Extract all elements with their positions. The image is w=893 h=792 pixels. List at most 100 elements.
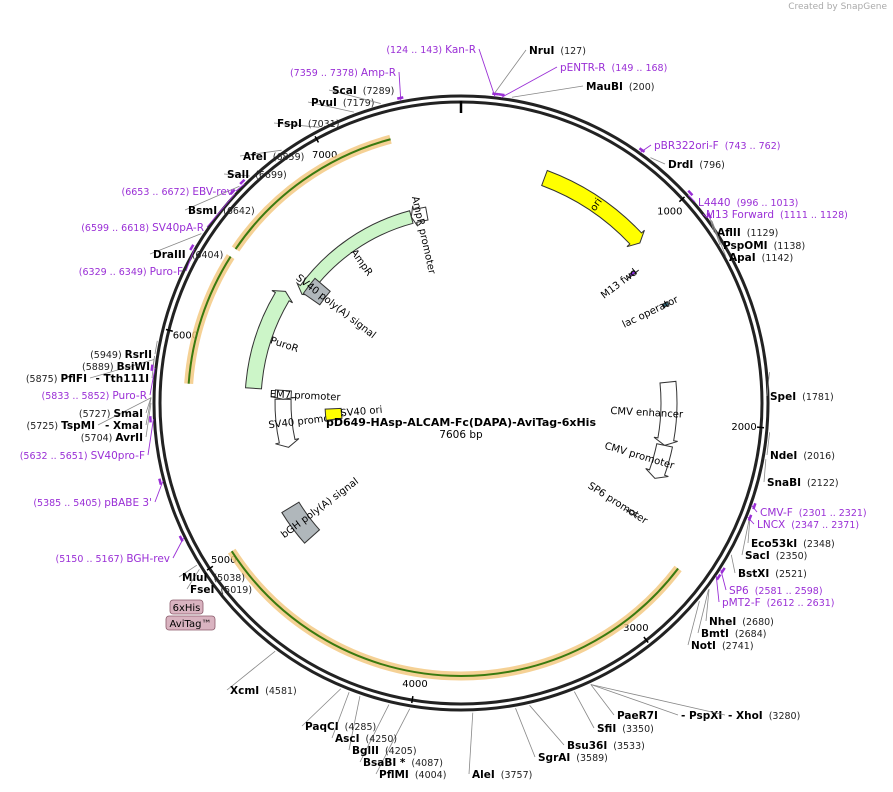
primer-label: (6329 .. 6349) Puro-F	[79, 266, 183, 278]
primer-label: pBR322ori-F(743 .. 762)	[654, 140, 780, 152]
tag-label: 6xHis	[173, 603, 201, 614]
site-label: SalI(6699)	[227, 169, 287, 181]
tick-mark	[314, 135, 320, 143]
site-leader	[301, 688, 342, 727]
site-label: (5875) PflFI	[26, 373, 87, 385]
tick-mark	[756, 426, 765, 429]
feature-lac-operator	[661, 301, 670, 309]
tick-label: 1000	[657, 207, 682, 218]
feature-sv40-promoter	[274, 398, 300, 448]
primer-mark	[229, 188, 236, 195]
feature-label: AmpR	[348, 248, 374, 279]
site-label: ScaI(7289)	[332, 85, 394, 97]
primer-label: (6653 .. 6672) EBV-rev	[121, 186, 233, 198]
site-label: MauBI(200)	[586, 81, 654, 93]
feature-label: lac operator	[621, 294, 681, 331]
site-leader	[89, 359, 155, 379]
primer-leader	[235, 183, 245, 192]
site-label: BsmI(6642)	[188, 205, 255, 217]
feature-label: SV40 poly(A) signal	[294, 273, 378, 341]
tick-mark	[643, 636, 649, 643]
feature-label: SP6 promoter	[586, 481, 650, 528]
site-label: AflII(1129)	[717, 227, 778, 239]
site-label: DraIII(6404)	[153, 249, 223, 261]
primer-leader	[185, 248, 195, 272]
primer-mark	[150, 364, 154, 371]
site-label: PspOMI(1138)	[723, 240, 805, 252]
tick-mark	[678, 196, 686, 203]
feature-label: SV40 ori	[340, 405, 383, 420]
site-label: Eco53kI(2348)	[751, 538, 835, 550]
site-label: NheI(2680)	[709, 616, 774, 628]
primer-label: (5150 .. 5167) BGH-rev	[56, 553, 170, 565]
primer-leader	[500, 66, 558, 99]
primer-label: (7359 .. 7378) Amp-R	[290, 67, 396, 79]
site-label: FseI(5019)	[190, 584, 252, 596]
site-label: (5889) BsiWI	[82, 361, 150, 373]
site-label: BsaBI *(4087)	[363, 757, 443, 769]
site-leader	[766, 432, 771, 456]
primer-mark	[178, 535, 184, 542]
site-leader	[650, 157, 666, 165]
site-label: (5949) RsrII	[90, 349, 152, 361]
primer-mark	[638, 147, 646, 153]
feature-bgh-poly-a-signal	[281, 501, 321, 544]
feature-cmv-promoter	[645, 443, 674, 479]
orf-line	[187, 256, 232, 384]
site-label: AscI(4250)	[335, 733, 397, 745]
primer-label: (5632 .. 5651) SV40pro-F	[20, 450, 145, 462]
primer-mark	[189, 244, 195, 251]
tick-mark	[206, 565, 214, 571]
orf-band	[184, 254, 235, 385]
feature-label: CMV enhancer	[610, 406, 684, 421]
feature-m13-fwd	[627, 269, 640, 279]
site-label: PaqCI(4285)	[305, 721, 376, 733]
site-label: PflMI(4004)	[379, 769, 446, 781]
feature-ori	[541, 169, 645, 248]
site-leader	[359, 704, 390, 763]
orf-line	[230, 550, 679, 677]
site-label: Bsu36I(3533)	[567, 740, 645, 752]
primer-leader	[715, 575, 720, 603]
primer-mark	[239, 178, 246, 185]
site-label: FspI(7031)	[277, 118, 339, 130]
primer-mark	[158, 478, 163, 485]
primer-mark	[747, 514, 753, 522]
site-label: - PspXI	[681, 710, 722, 722]
site-label: NdeI(2016)	[770, 450, 835, 462]
site-leader	[348, 695, 361, 751]
tick-label: 5000	[211, 555, 236, 566]
primer-leader	[687, 194, 696, 203]
site-leader	[590, 684, 679, 716]
plasmid-size: 7606 bp	[439, 429, 483, 441]
site-leader	[239, 149, 282, 157]
feature-sv40-ori	[324, 407, 343, 421]
site-leader	[178, 564, 198, 578]
site-leader	[331, 691, 350, 739]
site-leader	[529, 705, 565, 746]
site-leader	[590, 684, 615, 716]
site-leader	[687, 601, 700, 646]
feature-label: M13 fwd	[599, 267, 639, 301]
tick-mark	[165, 328, 173, 332]
plasmid-name: pD649-HAsp-ALCAM-Fc(DAPA)-AviTag-6xHis	[326, 416, 596, 429]
feature-sv40-poly-a-signal	[302, 277, 331, 306]
site-leader	[741, 515, 751, 556]
site-leader	[273, 122, 320, 128]
site-label: AfeI(6859)	[243, 151, 304, 163]
site-label: PaeR7I	[617, 710, 658, 722]
tick-mark	[411, 695, 414, 704]
tick-label: 3000	[623, 623, 648, 634]
site-label: SnaBI(2122)	[767, 477, 839, 489]
primer-leader	[702, 213, 708, 218]
site-label: (5725) TspMI	[27, 420, 96, 432]
site-leader	[493, 49, 527, 95]
tag-box	[169, 599, 204, 615]
primer-mark	[396, 96, 404, 100]
primer-label: (6599 .. 6618) SV40pA-R	[81, 222, 204, 234]
site-leader	[711, 220, 727, 258]
primer-mark	[715, 573, 722, 581]
feature-label: AmpR promoter	[409, 195, 437, 276]
site-leader	[730, 554, 736, 574]
